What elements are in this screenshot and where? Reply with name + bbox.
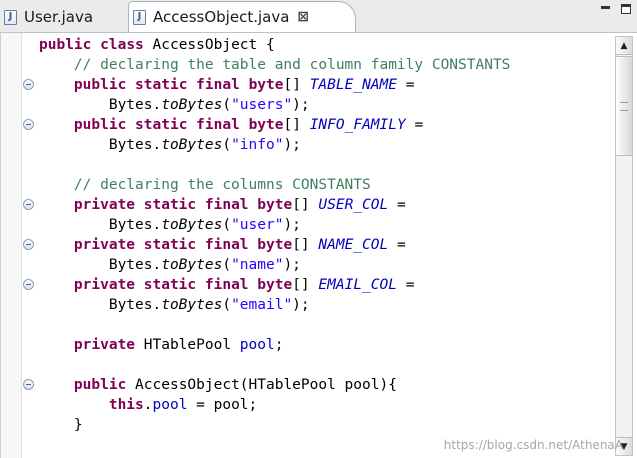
watermark-text: https://blog.csdn.net/AthenaA xyxy=(443,438,623,452)
code-line[interactable] xyxy=(39,155,612,175)
editor-tab-bar: J User.java J AccessObject.java ⊠ xyxy=(0,0,637,33)
collapse-fold-icon[interactable] xyxy=(23,79,34,90)
close-tab-icon[interactable]: ⊠ xyxy=(297,9,310,25)
scroll-down-arrow-icon[interactable]: ▼ xyxy=(616,437,632,455)
code-line[interactable]: Bytes.toBytes("users"); xyxy=(39,97,310,113)
code-line[interactable]: public AccessObject(HTablePool pool){ xyxy=(73,377,397,393)
code-line[interactable]: private static final byte[] NAME_COL = xyxy=(73,237,406,253)
window-controls xyxy=(601,4,631,14)
code-line[interactable]: // declaring the table and column family… xyxy=(73,57,511,73)
collapse-fold-icon[interactable] xyxy=(23,379,34,390)
code-line[interactable]: Bytes.toBytes("info"); xyxy=(39,137,301,153)
collapse-fold-icon[interactable] xyxy=(23,279,34,290)
code-text-area[interactable]: public class AccessObject { // declaring… xyxy=(39,35,612,458)
minimize-icon[interactable] xyxy=(601,4,611,14)
tab-label: User.java xyxy=(24,8,94,26)
code-line[interactable]: public class AccessObject { xyxy=(39,37,275,53)
code-line[interactable]: private HTablePool pool; xyxy=(73,337,284,353)
java-file-icon: J xyxy=(4,9,17,25)
annotation-ruler xyxy=(1,33,22,458)
code-line[interactable]: Bytes.toBytes("email"); xyxy=(39,297,310,313)
code-line[interactable]: Bytes.toBytes("name"); xyxy=(39,257,301,273)
code-editor[interactable]: public class AccessObject { // declaring… xyxy=(0,33,637,458)
code-line[interactable]: this.pool = pool; xyxy=(108,397,258,413)
scroll-up-arrow-icon[interactable]: ▲ xyxy=(616,37,632,55)
code-line[interactable]: public static final byte[] TABLE_NAME = xyxy=(73,77,415,93)
collapse-fold-icon[interactable] xyxy=(23,239,34,250)
scroll-thumb[interactable] xyxy=(616,56,632,156)
java-file-icon: J xyxy=(133,9,146,25)
code-line[interactable]: Bytes.toBytes("user"); xyxy=(39,217,301,233)
collapse-fold-icon[interactable] xyxy=(23,119,34,130)
collapse-fold-icon[interactable] xyxy=(23,199,34,210)
code-line[interactable]: public static final byte[] INFO_FAMILY = xyxy=(73,117,424,133)
code-line[interactable] xyxy=(39,355,612,375)
tab-user-java[interactable]: J User.java xyxy=(0,3,126,31)
code-line[interactable]: private static final byte[] EMAIL_COL = xyxy=(73,277,415,293)
tab-label: AccessObject.java xyxy=(153,8,290,26)
code-line[interactable] xyxy=(39,315,612,335)
code-line[interactable]: // declaring the columns CONSTANTS xyxy=(73,177,371,193)
tab-accessobject-java[interactable]: J AccessObject.java ⊠ xyxy=(128,1,356,32)
maximize-icon[interactable] xyxy=(621,4,631,14)
vertical-scrollbar[interactable]: ▲ ▼ xyxy=(615,36,633,456)
code-line[interactable]: } xyxy=(39,417,83,433)
code-line[interactable]: private static final byte[] USER_COL = xyxy=(73,197,406,213)
